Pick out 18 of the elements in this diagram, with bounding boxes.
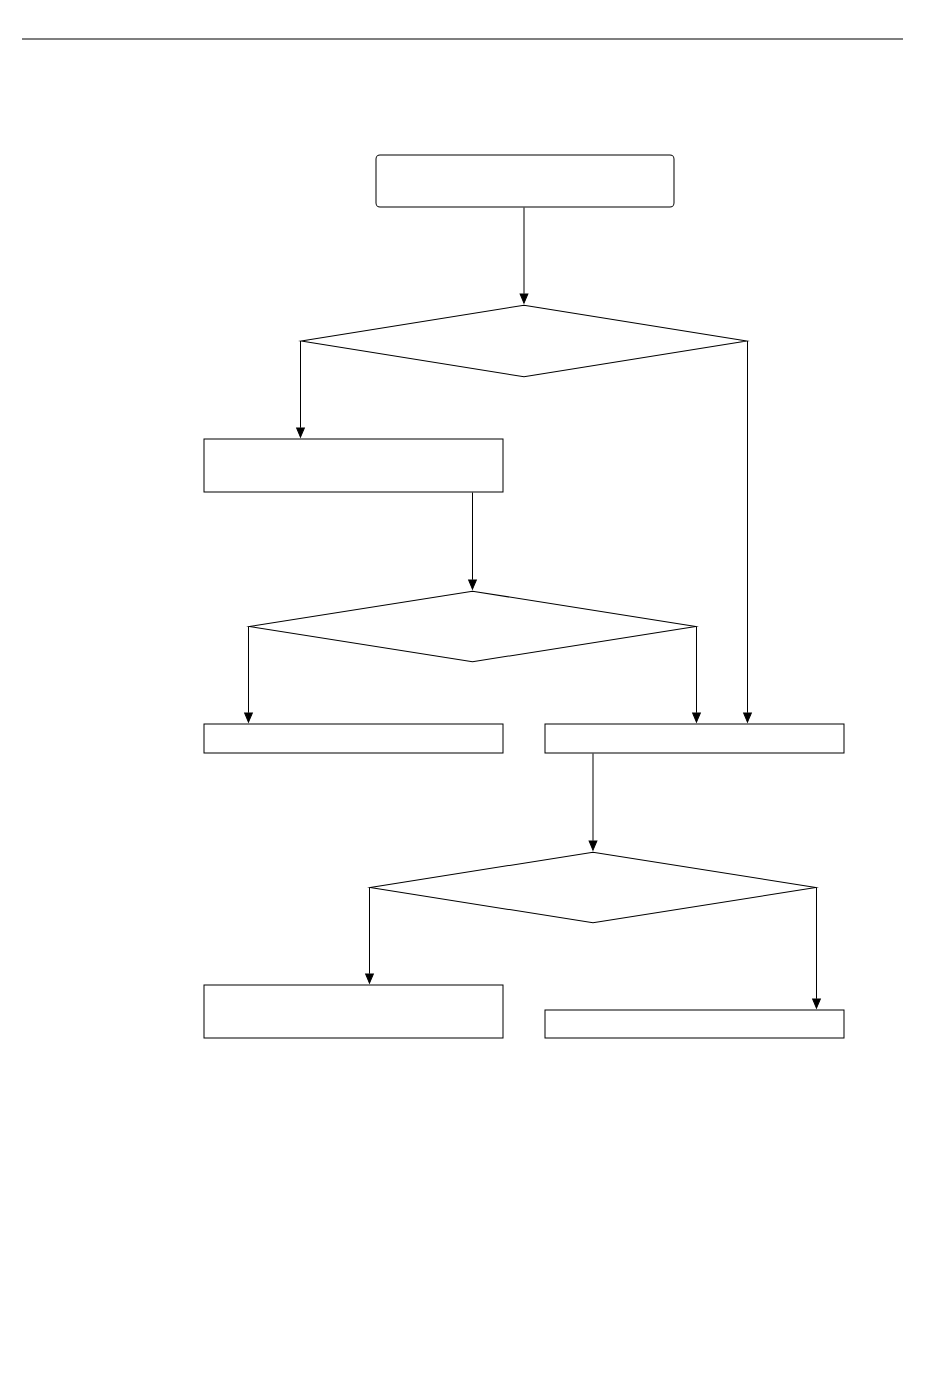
arrow (692, 626, 701, 723)
arrow (365, 887, 374, 984)
process-box (203, 984, 504, 1039)
arrow (519, 207, 529, 304)
decision-diamond (369, 851, 817, 924)
rounded-box (375, 154, 675, 208)
process-box (203, 723, 504, 754)
process-box (544, 723, 845, 754)
arrow (468, 492, 477, 590)
arrow (812, 887, 821, 1009)
arrow (244, 626, 253, 723)
arrow (743, 340, 752, 723)
decision-diamond (300, 304, 748, 378)
decision-diamond (248, 590, 697, 663)
arrow (296, 340, 305, 438)
process-box (203, 438, 504, 493)
arrow (588, 753, 598, 851)
process-box (544, 1009, 845, 1039)
